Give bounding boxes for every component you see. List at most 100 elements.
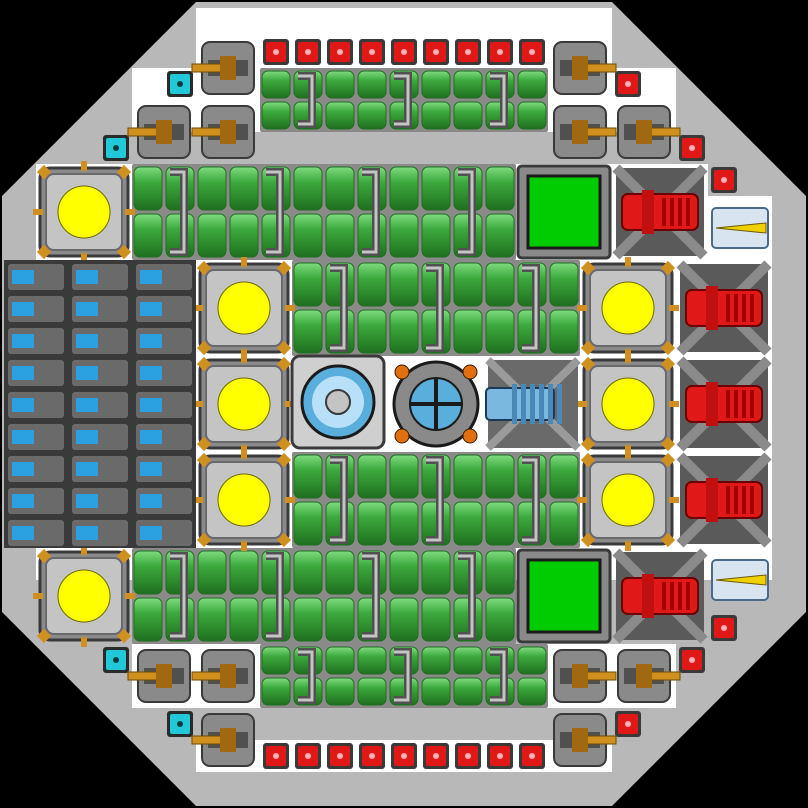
tank-cylinder	[293, 262, 323, 307]
thruster-2[interactable]	[676, 260, 772, 356]
tank-cylinder	[517, 101, 547, 130]
cyan-block-3[interactable]	[103, 647, 129, 673]
red-block-3[interactable]	[295, 39, 321, 65]
reactor-7[interactable]	[577, 449, 679, 551]
red-block-24[interactable]	[615, 711, 641, 737]
tank-cylinder	[293, 166, 323, 211]
red-block-21[interactable]	[711, 167, 737, 193]
shield-dome-icon[interactable]	[290, 354, 386, 450]
tank-cylinder	[517, 646, 547, 675]
red-block-8[interactable]	[359, 743, 385, 769]
cyan-block-4[interactable]	[167, 711, 193, 737]
thruster-3[interactable]	[676, 356, 772, 452]
tank-cylinder	[325, 70, 355, 99]
red-block-9[interactable]	[391, 39, 417, 65]
tank-cylinder	[357, 646, 387, 675]
red-block-7[interactable]	[359, 39, 385, 65]
red-block-22[interactable]	[711, 615, 737, 641]
tank-cylinder	[293, 309, 323, 354]
turret-3[interactable]	[191, 105, 255, 159]
red-block-10[interactable]	[391, 743, 417, 769]
red-block-6[interactable]	[327, 743, 353, 769]
turret-12[interactable]	[553, 713, 617, 767]
tank-cylinder	[485, 262, 515, 307]
tank-module-2[interactable]	[132, 164, 516, 260]
red-block-5[interactable]	[327, 39, 353, 65]
red-block-2[interactable]	[263, 743, 289, 769]
turret-5[interactable]	[553, 105, 617, 159]
reactor-4[interactable]	[193, 353, 295, 455]
tank-module-4[interactable]	[292, 452, 580, 548]
cyan-block-1[interactable]	[167, 71, 193, 97]
red-block-15[interactable]	[487, 39, 513, 65]
tank-cylinder	[485, 166, 515, 211]
thruster-4[interactable]	[676, 452, 772, 548]
tank-module-3[interactable]	[292, 260, 580, 356]
tank-cylinder	[357, 309, 387, 354]
red-block-12[interactable]	[423, 743, 449, 769]
control-screen-1[interactable]	[516, 164, 612, 260]
tank-cylinder	[293, 213, 323, 258]
tank-cylinder	[421, 646, 451, 675]
thruster-5[interactable]	[612, 548, 708, 644]
turret-4[interactable]	[553, 41, 617, 95]
reactor-8[interactable]	[33, 545, 135, 647]
tank-module-1[interactable]	[260, 68, 548, 132]
tank-cylinder	[453, 262, 483, 307]
tank-cylinder	[453, 101, 483, 130]
tank-cylinder	[293, 550, 323, 595]
red-block-1[interactable]	[263, 39, 289, 65]
reactor-3[interactable]	[577, 257, 679, 359]
tank-cylinder	[197, 550, 227, 595]
turret-1[interactable]	[191, 41, 255, 95]
red-block-13[interactable]	[455, 39, 481, 65]
red-block-17[interactable]	[519, 39, 545, 65]
tank-cylinder	[133, 550, 163, 595]
turret-10[interactable]	[553, 649, 617, 703]
turret-7[interactable]	[191, 649, 255, 703]
battery-bank[interactable]	[4, 260, 196, 548]
red-block-19[interactable]	[615, 71, 641, 97]
thruster-1[interactable]	[612, 164, 708, 260]
reactor-6[interactable]	[193, 449, 295, 551]
reactor-5[interactable]	[577, 353, 679, 455]
turret-2[interactable]	[127, 105, 191, 159]
railgun-icon[interactable]	[485, 357, 581, 451]
reactor-2[interactable]	[193, 257, 295, 359]
tank-cylinder	[485, 454, 515, 499]
reactor-core-icon	[217, 473, 271, 527]
control-screen-2[interactable]	[516, 548, 612, 644]
tank-module-6[interactable]	[260, 644, 548, 708]
tank-cylinder	[421, 550, 451, 595]
reactor-core-icon	[601, 377, 655, 431]
tank-cylinder	[357, 70, 387, 99]
red-block-14[interactable]	[455, 743, 481, 769]
turret-9[interactable]	[191, 713, 255, 767]
cyan-block-2[interactable]	[103, 135, 129, 161]
reactor-core-icon	[601, 473, 655, 527]
reactor-core-icon	[57, 185, 111, 239]
tank-cylinder	[453, 646, 483, 675]
turret-8[interactable]	[127, 649, 191, 703]
gyro-core-icon[interactable]	[392, 360, 480, 448]
tank-module-5[interactable]	[132, 548, 516, 644]
ion-thruster-1[interactable]	[711, 207, 769, 249]
red-block-11[interactable]	[423, 39, 449, 65]
ion-flame-icon	[715, 222, 767, 234]
red-block-18[interactable]	[519, 743, 545, 769]
turret-11[interactable]	[617, 649, 681, 703]
tank-cylinder	[197, 166, 227, 211]
tank-cylinder	[389, 501, 419, 546]
reactor-1[interactable]	[33, 161, 135, 263]
red-block-4[interactable]	[295, 743, 321, 769]
red-block-20[interactable]	[679, 135, 705, 161]
turret-6[interactable]	[617, 105, 681, 159]
tank-cylinder	[325, 166, 355, 211]
tank-cylinder	[197, 597, 227, 642]
tank-cylinder	[485, 550, 515, 595]
tank-cylinder	[549, 454, 579, 499]
red-block-23[interactable]	[679, 647, 705, 673]
red-block-16[interactable]	[487, 743, 513, 769]
ion-thruster-2[interactable]	[711, 559, 769, 601]
